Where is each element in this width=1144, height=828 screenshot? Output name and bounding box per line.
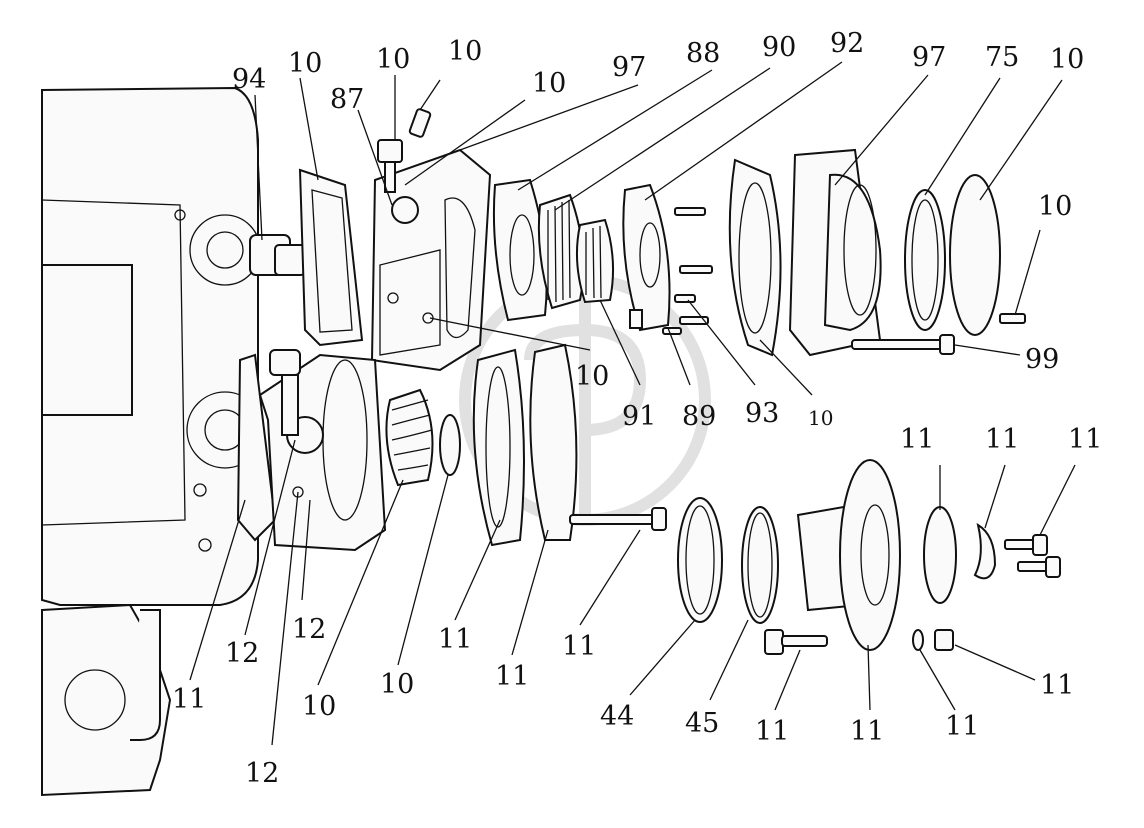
bolts-right-11: [1004, 534, 1061, 578]
leader-lines: [189, 61, 1076, 746]
label-11-g: 11: [1068, 424, 1102, 455]
lower-block-12: [236, 349, 387, 552]
label-10-c: 10: [448, 36, 482, 67]
label-11-c: 11: [495, 661, 529, 692]
label-94: 94: [232, 64, 266, 95]
label-10-g: 10: [575, 361, 609, 392]
label-10-e: 10: [1050, 44, 1084, 75]
label-11-e: 11: [900, 424, 934, 455]
ring-44: [677, 497, 723, 623]
cover-92: [622, 183, 671, 332]
shaft-gear-94: [249, 234, 306, 276]
bolt-11-bottom: [764, 629, 828, 655]
gasket-11: [472, 348, 525, 547]
bracket-block-97: [370, 108, 492, 372]
label-11-j: 11: [850, 716, 884, 747]
label-97-b: 97: [912, 42, 946, 73]
label-11-f: 11: [985, 424, 1019, 455]
label-91: 91: [622, 401, 656, 432]
disc-11: [923, 506, 957, 604]
label-75: 75: [985, 42, 1019, 73]
label-12-b: 12: [292, 614, 326, 645]
gear-90: [537, 193, 585, 310]
label-12-a: 12: [225, 638, 259, 669]
label-12-c: 12: [245, 758, 279, 789]
label-93: 93: [745, 398, 779, 429]
label-88: 88: [686, 38, 720, 69]
label-10-h: 10: [808, 406, 833, 430]
label-11-h: 11: [1040, 670, 1074, 701]
ring-75: [904, 189, 946, 331]
label-99: 99: [1025, 344, 1059, 375]
bearing-flange-88: [492, 178, 548, 322]
label-10-d: 10: [532, 68, 566, 99]
label-10-b: 10: [376, 44, 410, 75]
label-11-b: 11: [438, 624, 472, 655]
label-90: 90: [762, 32, 796, 63]
label-89: 89: [682, 401, 716, 432]
label-11-k: 11: [945, 711, 979, 742]
gearbox-housing: [41, 86, 264, 797]
worm-10: [385, 388, 434, 487]
nut-washer-11: [912, 629, 954, 651]
label-11-i: 11: [755, 716, 789, 747]
bolt-99: [851, 313, 1026, 355]
snap-ring-10: [439, 414, 461, 476]
label-10-f: 10: [1038, 191, 1072, 222]
gasket-top: [298, 168, 364, 347]
lock-washer-11: [973, 522, 997, 580]
callout-labels: 94 10 87 10 10 10 97 88 90 92 97 75 10 1…: [172, 28, 1102, 789]
bearing-91: [576, 218, 615, 304]
label-45: 45: [685, 708, 719, 739]
label-10-i: 10: [302, 691, 336, 722]
long-bolt-11: [569, 507, 667, 531]
housing-97: [788, 148, 882, 357]
label-10-j: 10: [380, 669, 414, 700]
label-11-d: 11: [562, 631, 596, 662]
cover-plate-10: [949, 174, 1001, 336]
label-97-a: 97: [612, 52, 646, 83]
label-87: 87: [330, 84, 364, 115]
label-10-a: 10: [288, 48, 322, 79]
label-44: 44: [600, 701, 634, 732]
flange-hub-11: [796, 459, 901, 651]
bolts-89-93: [662, 207, 713, 335]
gasket-93: [728, 158, 782, 357]
ring-45: [741, 506, 779, 624]
label-11-a: 11: [172, 684, 206, 715]
label-92: 92: [830, 28, 864, 59]
plate-11: [529, 343, 578, 541]
